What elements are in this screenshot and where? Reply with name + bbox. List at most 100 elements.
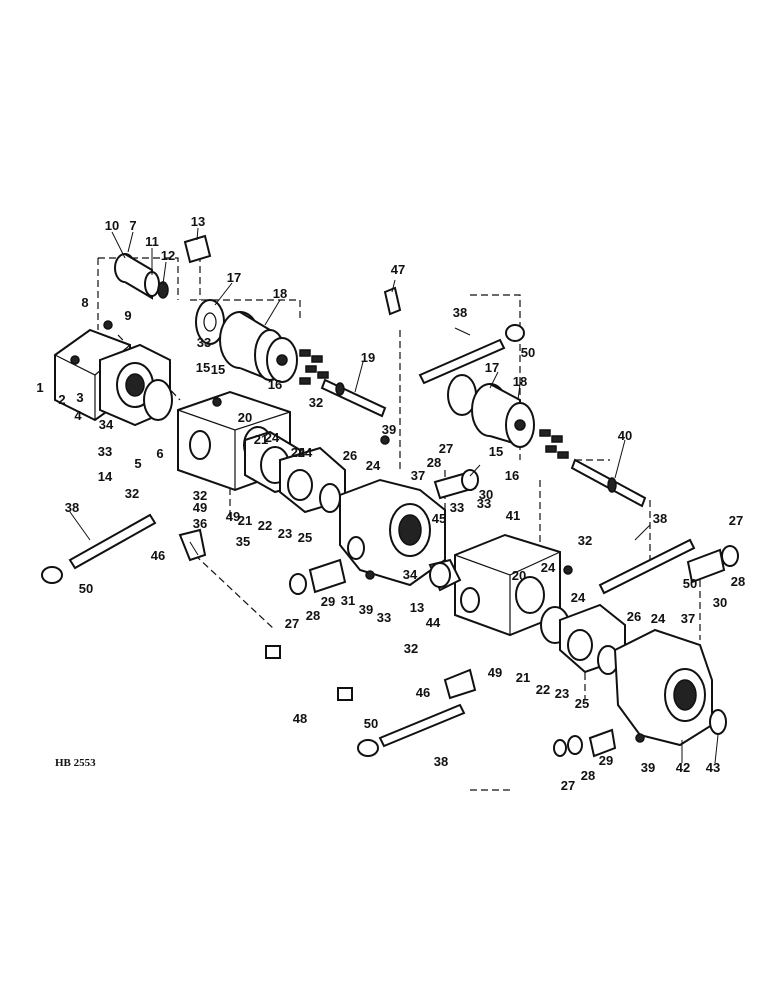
callout-30a: 30 [479, 487, 493, 502]
callout-40: 40 [618, 428, 632, 443]
relief-valves [41, 324, 696, 757]
callout-23a: 23 [278, 526, 292, 541]
callout-50d: 50 [364, 716, 378, 731]
callout-5: 5 [134, 456, 141, 471]
callout-24d: 24 [541, 560, 556, 575]
callout-12: 12 [161, 248, 175, 263]
hydraulic-pipe [265, 645, 353, 718]
callout-28b: 28 [427, 455, 441, 470]
callout-36: 36 [193, 516, 207, 531]
callout-28a: 28 [306, 608, 320, 623]
callout-32e: 32 [404, 641, 418, 656]
callout-20a: 20 [238, 410, 252, 425]
callout-24e: 24 [571, 590, 586, 605]
callout-22b: 22 [536, 682, 550, 697]
callout-32b: 32 [193, 488, 207, 503]
callout-27d: 27 [561, 778, 575, 793]
callout-18a: 18 [273, 286, 287, 301]
small-fittings [103, 234, 739, 758]
callout-46b: 46 [416, 685, 430, 700]
callout-3: 3 [76, 390, 83, 405]
callout-2: 2 [58, 392, 65, 407]
callout-30b: 30 [713, 595, 727, 610]
callout-31: 31 [341, 593, 355, 608]
callout-33c: 33 [377, 610, 391, 625]
callout-33e: 33 [477, 496, 491, 511]
right-end-plates [540, 603, 626, 675]
callout-15a: 15 [211, 362, 225, 377]
callout-15c: 15 [489, 444, 503, 459]
callout-8: 8 [81, 295, 88, 310]
rear-housing [613, 628, 727, 747]
left-rotating-group [195, 299, 387, 418]
callout-42: 42 [676, 760, 690, 775]
callout-34a: 34 [99, 417, 114, 432]
callout-43: 43 [706, 760, 720, 775]
callout-28c: 28 [731, 574, 745, 589]
callout-11: 11 [145, 234, 159, 249]
callout-21c: 21 [516, 670, 530, 685]
callout-27b: 27 [439, 441, 453, 456]
mounting-flange [99, 343, 173, 427]
leader-lines [69, 227, 719, 764]
callout-41: 41 [506, 508, 520, 523]
callout-38d: 38 [434, 754, 448, 769]
callout-50b: 50 [521, 345, 535, 360]
callout-25b: 25 [575, 696, 589, 711]
callout-4: 4 [74, 408, 82, 423]
callout-47: 47 [391, 262, 405, 277]
callout-13a: 13 [191, 214, 205, 229]
callout-22a: 22 [258, 518, 272, 533]
callout-labels: 1 2 3 4 5 6 7 8 9 10 11 12 13 14 15 16 1… [36, 214, 745, 793]
callout-33a: 33 [98, 444, 112, 459]
callout-49b: 49 [226, 509, 240, 524]
callout-16b: 16 [505, 468, 519, 483]
callout-16a: 16 [268, 377, 282, 392]
callout-26b: 26 [627, 609, 641, 624]
callout-21a: 21 [238, 513, 252, 528]
callout-17b: 17 [485, 360, 499, 375]
callout-32c: 32 [125, 486, 139, 501]
callout-34b: 34 [403, 567, 418, 582]
callout-38b: 38 [453, 305, 467, 320]
callout-27a: 27 [285, 616, 299, 631]
centre-housing [339, 478, 446, 587]
callout-37a: 37 [411, 468, 425, 483]
callout-27c: 27 [729, 513, 743, 528]
callout-32a: 32 [309, 395, 323, 410]
callout-20b: 20 [512, 568, 526, 583]
callout-9: 9 [124, 308, 131, 323]
callout-44: 44 [426, 615, 441, 630]
callout-39a: 39 [382, 422, 396, 437]
callout-49c: 49 [488, 665, 502, 680]
callout-29b: 29 [599, 753, 613, 768]
callout-48: 48 [293, 711, 307, 726]
callout-39b: 39 [359, 602, 373, 617]
callout-28d: 28 [581, 768, 595, 783]
callout-46a: 46 [151, 548, 165, 563]
callout-19: 19 [361, 350, 375, 365]
callout-24f: 24 [651, 611, 666, 626]
right-rotating-group [447, 374, 647, 508]
callout-24b: 24 [265, 430, 280, 445]
callout-21b: 21 [254, 432, 268, 447]
callout-17a: 17 [227, 270, 241, 285]
callout-24c: 24 [366, 458, 381, 473]
callout-25a: 25 [298, 530, 312, 545]
callout-23b: 23 [555, 686, 569, 701]
callout-1: 1 [36, 380, 43, 395]
callout-13b: 13 [410, 600, 424, 615]
callout-33b: 33 [197, 335, 211, 350]
callout-32d: 32 [578, 533, 592, 548]
callout-10: 10 [105, 218, 119, 233]
callout-24g: 24 [291, 445, 306, 460]
callout-14: 14 [98, 469, 113, 484]
callout-38c: 38 [653, 511, 667, 526]
callout-33d: 33 [450, 500, 464, 515]
callout-45: 45 [432, 511, 446, 526]
callout-49a: 49 [193, 500, 207, 515]
callout-37b: 37 [681, 611, 695, 626]
callout-38a: 38 [65, 500, 79, 515]
